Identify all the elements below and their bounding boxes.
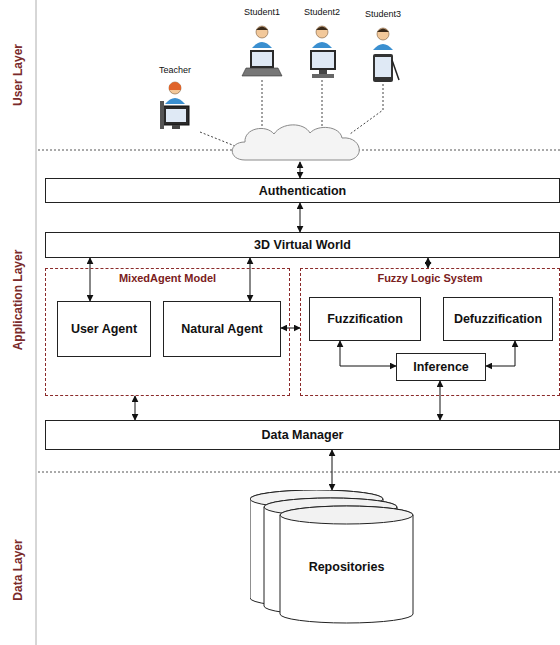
node-label: Defuzzification (454, 312, 542, 326)
process-box: Inference (396, 353, 486, 381)
node-label: Repositories (280, 560, 413, 574)
connector-arrow (135, 396, 136, 420)
database-cylinder: Repositories (250, 490, 415, 625)
network-cloud (232, 125, 359, 160)
cylinder-outline (250, 490, 415, 625)
group-box: MixedAgent ModelUser Agent Natural Agent (45, 268, 290, 396)
user-name: Student1 (244, 7, 280, 17)
process-box: Authentication (45, 178, 560, 203)
node-label: Fuzzification (327, 312, 403, 326)
node-label: User Agent (71, 322, 137, 336)
connector-arrow (281, 328, 300, 329)
layer-name: Application Layer (11, 250, 25, 351)
connector-arrow (90, 258, 91, 301)
student-icon (310, 26, 336, 78)
student-icon (242, 26, 282, 76)
group-heading: MixedAgent Model (46, 272, 289, 284)
user-name: Teacher (159, 65, 191, 75)
agent-box: User Agent (57, 301, 151, 357)
connector-arrow (332, 450, 333, 490)
layer-name: User Layer (11, 44, 25, 106)
node-label: Natural Agent (181, 322, 263, 336)
node-label: 3D Virtual World (254, 238, 351, 252)
layer-name: Data Layer (11, 539, 25, 600)
connector-arrow (486, 341, 515, 366)
connector-arrow (428, 258, 429, 268)
connector-arrow (300, 203, 301, 232)
process-box: Defuzzification (443, 297, 553, 341)
process-box: Fuzzification (309, 297, 421, 341)
group-box: Fuzzy Logic SystemFuzzification Defuzzifi… (300, 268, 560, 396)
node-label: Data Manager (262, 428, 344, 442)
network-arrow (300, 162, 301, 178)
group-heading: Fuzzy Logic System (301, 272, 559, 284)
user-name: Student3 (365, 9, 401, 19)
frame-line (36, 0, 37, 645)
agent-box: Natural Agent (163, 301, 281, 357)
node-label: Inference (413, 360, 469, 374)
connector-arrow (340, 341, 396, 366)
layer-separator (38, 472, 560, 473)
connector-arrow (250, 258, 251, 301)
node-label: Authentication (259, 184, 347, 198)
process-box: Data Manager (45, 420, 560, 450)
user-name: Student2 (304, 7, 340, 17)
process-box: 3D Virtual World (45, 232, 560, 258)
student-icon (373, 28, 399, 82)
teacher-icon (160, 82, 189, 129)
connector-arrow (440, 381, 441, 420)
